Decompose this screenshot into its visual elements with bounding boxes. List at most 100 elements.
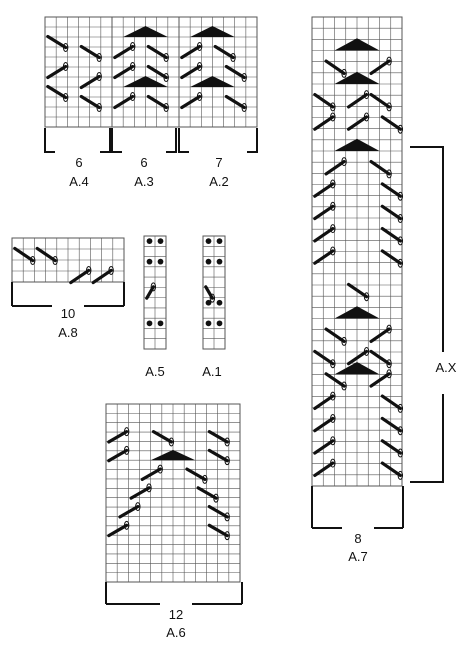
cable-stitch-loop	[363, 90, 370, 100]
cable-stitch-bar	[380, 461, 402, 477]
dot-symbol	[146, 258, 153, 265]
cable-stitch-bar	[313, 93, 335, 109]
cable-stitch-loop	[397, 258, 404, 268]
cable-stitch-loop	[330, 201, 336, 211]
cable-stitch-bar	[204, 285, 214, 300]
cable-stitch-loop	[386, 169, 392, 179]
stitch-count-label: 10	[61, 306, 75, 321]
chart-name-label: A.2	[209, 174, 229, 189]
cable-stitch-bar	[69, 268, 91, 285]
cable-stitch-bar	[313, 204, 335, 221]
bracket-left-leg	[178, 128, 189, 153]
cable-stitch-bar	[313, 461, 335, 477]
bracket-right-leg	[100, 128, 111, 153]
cable-stitch-loop	[330, 458, 336, 468]
wedge-symbol	[334, 71, 380, 84]
cable-stitch-loop	[330, 102, 336, 112]
cable-stitch-bar	[180, 94, 202, 110]
cable-stitch-bar	[324, 372, 346, 388]
cable-stitch-bar	[313, 182, 335, 198]
cable-stitch-loop	[123, 445, 130, 455]
cable-stitch-bar	[145, 285, 155, 300]
cable-stitch-bar	[180, 64, 202, 80]
cable-stitch-bar	[380, 115, 402, 131]
cable-stitch-loop	[330, 359, 336, 369]
cable-stitch-loop	[397, 426, 404, 436]
stitch-count-label: 7	[215, 155, 222, 170]
cable-stitch-loop	[202, 474, 208, 484]
cable-stitch-loop	[108, 265, 114, 275]
cable-stitch-loop	[196, 92, 203, 101]
cable-stitch-loop	[150, 282, 157, 292]
cable-stitch-bar	[313, 416, 335, 433]
cable-stitch-loop	[230, 53, 236, 62]
wedge-symbol	[334, 306, 380, 319]
chart-A-8: 10A.8	[11, 237, 125, 340]
cable-stitch-bar	[107, 523, 129, 538]
cable-stitch-loop	[397, 124, 404, 134]
cable-stitch-loop	[163, 103, 169, 112]
wedge-symbol	[123, 26, 168, 37]
cable-stitch-bar	[380, 182, 402, 198]
cable-stitch-bar	[224, 64, 246, 80]
cable-stitch-bar	[113, 94, 135, 110]
cable-stitch-loop	[330, 413, 336, 423]
cable-stitch-loop	[86, 265, 92, 275]
cable-stitch-loop	[224, 456, 230, 466]
cable-stitch-bar	[346, 282, 369, 299]
repeat-bracket-top	[410, 146, 444, 352]
cable-stitch-loop	[330, 391, 336, 401]
wedge-symbol	[190, 76, 235, 87]
cable-stitch-loop	[341, 157, 347, 167]
dot-symbol	[146, 238, 153, 245]
cable-stitch-bar	[346, 93, 369, 109]
bracket-right-leg	[166, 128, 177, 153]
cable-stitch-bar	[185, 467, 207, 482]
cable-stitch-bar	[346, 349, 369, 366]
cable-stitch-loop	[62, 62, 69, 71]
cable-stitch-loop	[96, 53, 102, 62]
cable-stitch-bar	[180, 44, 202, 60]
cable-stitch-bar	[324, 160, 346, 176]
cable-stitch-bar	[313, 349, 335, 366]
chart-name-label: A.7	[348, 549, 368, 564]
wedge-symbol	[123, 76, 168, 87]
cable-stitch-loop	[62, 93, 69, 102]
cable-stitch-loop	[163, 53, 169, 62]
cable-stitch-bar	[46, 64, 68, 80]
cable-stitch-bar	[46, 84, 68, 100]
cable-stitch-bar	[380, 249, 402, 265]
cable-stitch-loop	[397, 403, 404, 413]
cable-stitch-loop	[209, 293, 216, 303]
dot-symbol	[216, 320, 223, 327]
chart-name-label: A.8	[58, 325, 78, 340]
dot-symbol	[216, 238, 223, 245]
bracket-left-leg	[44, 128, 55, 153]
cable-stitch-bar	[207, 430, 229, 444]
cable-stitch-bar	[13, 246, 35, 263]
cable-stitch-loop	[196, 62, 203, 71]
cable-stitch-bar	[324, 327, 346, 343]
cable-stitch-loop	[135, 502, 141, 512]
cable-stitch-bar	[113, 44, 135, 60]
cable-stitch-loop	[330, 246, 336, 256]
cable-stitch-loop	[397, 236, 404, 246]
chart-A-3: 6A.3	[111, 16, 180, 189]
chart-A-2: 7A.2	[178, 16, 258, 189]
cable-stitch-bar	[207, 523, 229, 538]
cable-stitch-loop	[213, 493, 219, 503]
cable-stitch-bar	[313, 227, 335, 243]
cable-stitch-loop	[386, 369, 392, 379]
cable-stitch-loop	[397, 214, 404, 224]
cable-stitch-bar	[146, 44, 168, 60]
dot-symbol	[205, 299, 212, 306]
dot-symbol	[216, 299, 223, 306]
cable-stitch-bar	[46, 34, 68, 50]
dot-symbol	[146, 320, 153, 327]
cable-stitch-loop	[386, 56, 392, 66]
cable-stitch-loop	[330, 436, 336, 446]
wedge-symbol	[150, 449, 196, 461]
cable-stitch-bar	[129, 486, 151, 500]
